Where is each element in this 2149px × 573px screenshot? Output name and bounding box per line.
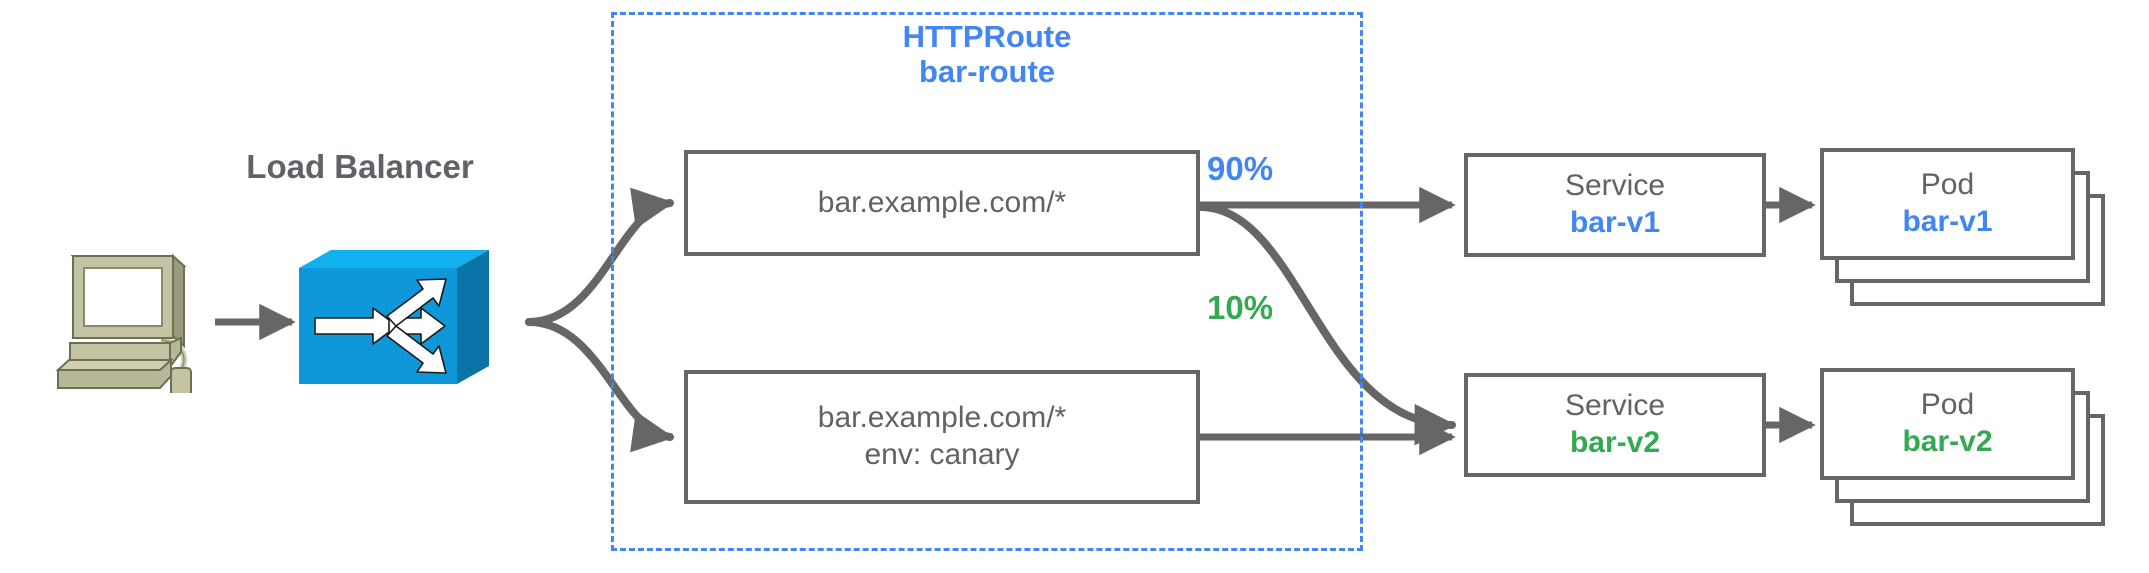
match-primary-host: bar.example.com/*: [817, 185, 1067, 219]
match-canary-host: bar.example.com/*: [817, 401, 1067, 435]
pod-stack-bar-v2[interactable]: Pod bar-v2: [1820, 368, 2105, 528]
pod-stack-bar-v1[interactable]: Pod bar-v1: [1820, 148, 2105, 308]
service-v1-kind: Service: [1564, 169, 1666, 203]
httproute-group-boundary: [611, 12, 1363, 551]
pod-box-bar-v2[interactable]: Pod bar-v2: [1820, 368, 2075, 480]
service-v2-kind: Service: [1564, 389, 1666, 423]
httproute-kind-label: HTTPRoute: [902, 19, 1072, 54]
service-v2-name: bar-v2: [1569, 426, 1661, 459]
weight-label-10: 10%: [1207, 289, 1274, 326]
httproute-name-label: bar-route: [918, 53, 1056, 89]
network-switch-icon: [299, 248, 489, 393]
pod-v1-kind: Pod: [1920, 168, 1975, 202]
service-box-bar-v1[interactable]: Service bar-v1: [1464, 153, 1766, 257]
pod-v2-kind: Pod: [1920, 388, 1975, 422]
service-v1-name: bar-v1: [1569, 206, 1661, 239]
pod-v2-name: bar-v2: [1902, 425, 1993, 458]
load-balancer-label: Load Balancer: [246, 148, 474, 185]
weight-label-90: 90%: [1207, 150, 1274, 187]
service-box-bar-v2[interactable]: Service bar-v2: [1464, 373, 1766, 477]
pod-box-bar-v1[interactable]: Pod bar-v1: [1820, 148, 2075, 260]
match-canary-header: env: canary: [864, 438, 1020, 471]
httproute-title: HTTPRoute bar-route: [611, 19, 1363, 89]
pod-v1-name: bar-v1: [1902, 205, 1993, 238]
match-box-canary[interactable]: bar.example.com/* env: canary: [684, 370, 1200, 504]
desktop-computer-icon: [40, 248, 205, 397]
match-box-primary[interactable]: bar.example.com/*: [684, 150, 1200, 256]
